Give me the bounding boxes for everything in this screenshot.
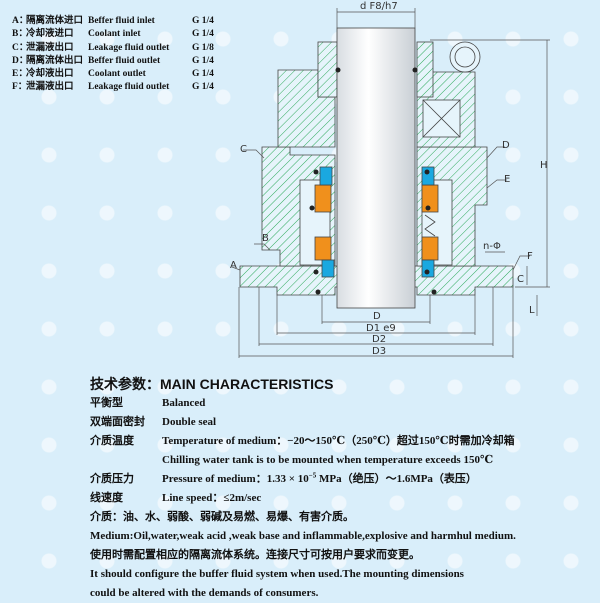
shaft [336,27,416,309]
seal-seat-left-lower [314,236,332,261]
dim-D2-label: D2 [372,334,386,345]
note-line: 使用时需配置相应的隔离流体系统。连接尺寸可按用户要求而变更。 [90,549,420,561]
dim-D-label: D [373,311,381,322]
port-label-a: A [230,260,237,271]
seal-cross-section-drawing: d F8/h7 D D1 e9 D2 D3 H L C n-Φ A B C D … [230,1,550,358]
dim-D1-label: D1 e9 [366,323,396,334]
seal-ring-left-lower [321,259,335,278]
dim-nphi-label: n-Φ [483,241,501,252]
left-gland [317,41,338,98]
seal-ring-right-upper [421,166,435,186]
dim-C-label: C [517,274,524,285]
note-line: could be altered with the demands of con… [90,587,319,599]
note-line: Medium:Oil,water,weak acid ,weak base an… [90,530,516,542]
dim-L-label: L [529,305,535,316]
seal-ring-left-upper [319,166,333,186]
port-label-c: C [240,144,247,155]
note-line: 介质：油、水、弱酸、弱碱及易燃、易爆、有害介质。 [90,511,354,523]
right-gland [416,41,434,98]
port-label-f: F [527,251,533,262]
seal-ring-right-lower [421,259,435,278]
port-label-e: E [504,174,510,185]
spec-row: Chilling water tank is to be mounted whe… [162,454,494,466]
dim-D3-label: D3 [372,346,386,357]
seal-seat-left-upper [314,184,332,213]
dim-H-label: H [540,160,548,171]
port-label-b: B [262,233,269,244]
dim-d-label: d F8/h7 [360,1,398,12]
note-line: It should configure the buffer fluid sys… [90,568,464,580]
characteristics-heading: 技术参数：MAIN CHARACTERISTICS [90,376,334,392]
port-label-d: D [502,140,510,151]
seal-seat-right-lower [421,236,439,261]
